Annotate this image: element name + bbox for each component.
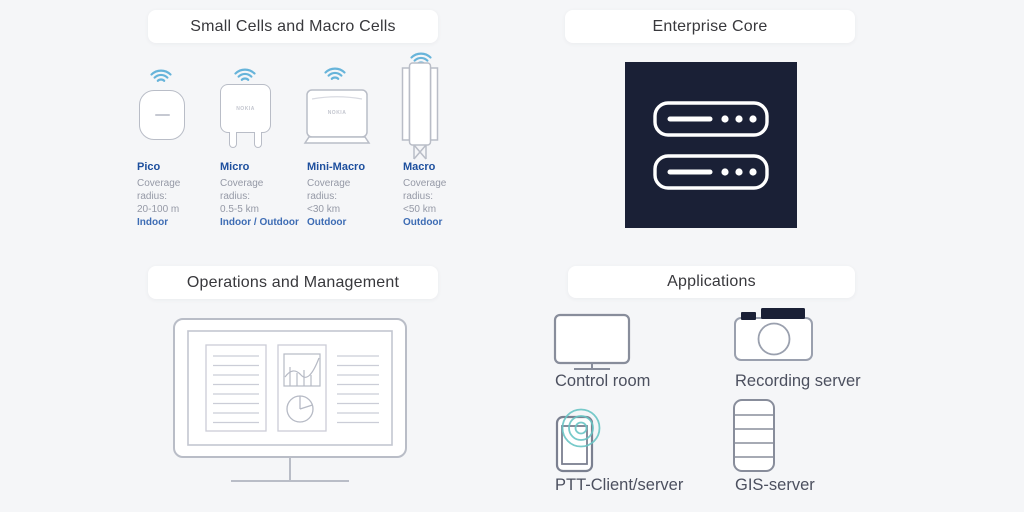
server-unit-icon bbox=[653, 153, 769, 190]
coverage-radius: <50 km bbox=[403, 204, 437, 215]
wifi-signal-icon bbox=[150, 69, 172, 82]
recording-server-camera-icon bbox=[734, 308, 813, 361]
coverage-label: Coverage radius: bbox=[307, 178, 351, 202]
device-name: Pico bbox=[137, 161, 161, 173]
applications-title-pill: Applications bbox=[568, 266, 855, 298]
enterprise-core-box bbox=[625, 62, 797, 228]
micro-device-leg bbox=[229, 132, 237, 148]
device-name: Mini-Macro bbox=[307, 161, 366, 173]
ptt-phone-signal-icon bbox=[555, 408, 601, 473]
server-unit-icon bbox=[653, 100, 769, 137]
macro-spec: Macro Coverage radius: <50 km Outdoor bbox=[403, 161, 493, 229]
micro-device-body: NOKIA bbox=[220, 84, 271, 133]
coverage-label: Coverage radius: bbox=[403, 178, 447, 202]
micro-spec: Micro Coverage radius: 0.5-5 km Indoor /… bbox=[220, 161, 310, 229]
environment: Indoor / Outdoor bbox=[220, 217, 299, 228]
device-name: Macro bbox=[403, 161, 436, 173]
mini-macro-spec: Mini-Macro Coverage radius: <30 km Outdo… bbox=[307, 161, 397, 229]
device-name: Micro bbox=[220, 161, 250, 173]
mini-macro-brand-label: NOKIA bbox=[327, 110, 347, 116]
coverage-radius: 20-100 m bbox=[137, 204, 180, 215]
recording-server-label: Recording server bbox=[735, 372, 861, 390]
bar-line-chart-glyph bbox=[283, 353, 321, 387]
operations-title: Operations and Management bbox=[186, 273, 400, 291]
micro-device-leg bbox=[254, 132, 262, 148]
gis-server-label: GIS-server bbox=[735, 476, 815, 494]
ptt-client-server-label: PTT-Client/server bbox=[555, 476, 684, 494]
coverage-label: Coverage radius: bbox=[220, 178, 264, 202]
coverage-label: Coverage radius: bbox=[137, 178, 181, 202]
environment: Outdoor bbox=[403, 217, 443, 228]
control-room-label: Control room bbox=[555, 372, 651, 390]
pico-brand-mark bbox=[154, 114, 170, 116]
operations-title-pill: Operations and Management bbox=[148, 266, 438, 299]
coverage-radius: 0.5-5 km bbox=[220, 204, 259, 215]
pico-device-icon bbox=[139, 90, 185, 140]
coverage-radius: <30 km bbox=[307, 204, 341, 215]
wifi-signal-icon bbox=[234, 68, 256, 81]
enterprise-core-title: Enterprise Core bbox=[652, 17, 768, 35]
small-cells-title: Small Cells and Macro Cells bbox=[190, 17, 396, 35]
wifi-signal-icon bbox=[324, 67, 346, 80]
environment: Outdoor bbox=[307, 217, 347, 228]
management-dashboard-monitor-icon bbox=[173, 318, 407, 482]
small-cells-title-pill: Small Cells and Macro Cells bbox=[148, 10, 438, 43]
control-room-monitor-icon bbox=[553, 313, 631, 370]
environment: Indoor bbox=[137, 217, 169, 228]
pie-chart-glyph bbox=[286, 395, 314, 423]
mini-macro-device-icon: NOKIA bbox=[302, 88, 372, 146]
enterprise-core-title-pill: Enterprise Core bbox=[565, 10, 855, 43]
macro-antenna-icon bbox=[401, 62, 439, 160]
micro-device-icon: NOKIA bbox=[220, 84, 272, 152]
mini-macro-device-shape bbox=[303, 89, 371, 144]
applications-title: Applications bbox=[667, 273, 756, 290]
micro-brand-label: NOKIA bbox=[236, 105, 255, 112]
gis-server-icon bbox=[733, 399, 775, 472]
pico-spec: Pico Coverage radius: 20-100 m Indoor bbox=[137, 161, 227, 229]
